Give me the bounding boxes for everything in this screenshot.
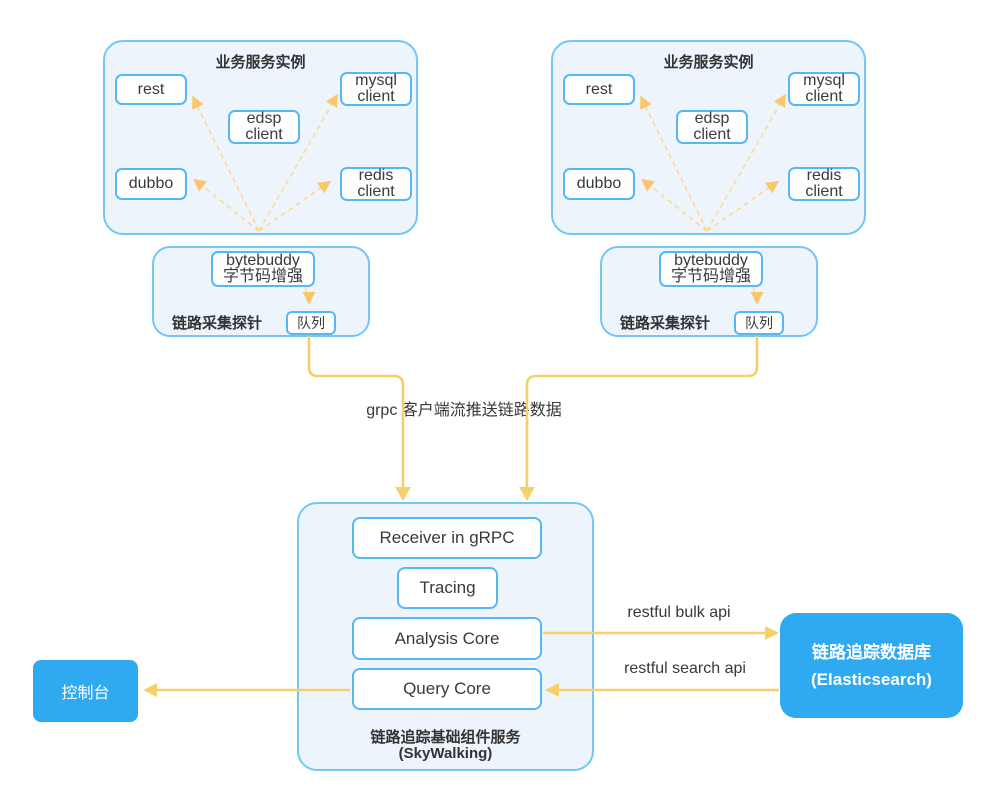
service-group-title: 业务服务实例 (215, 54, 306, 71)
probe-label: 链路采集探针 (620, 315, 711, 332)
probe-label: 链路采集探针 (172, 315, 263, 332)
arrowhead-bulk-api (765, 626, 779, 640)
node-bytebuddy: bytebuddy 字节码增强 (211, 251, 315, 287)
arrowhead-console (143, 683, 157, 697)
node-queue: 队列 (734, 311, 784, 335)
node-rest: rest (115, 74, 187, 105)
node-bytebuddy: bytebuddy 字节码增强 (659, 251, 763, 287)
skywalking-caption-line1: 链路追踪基础组件服务 (370, 729, 521, 746)
grpc-push-label: grpc 客户端流推送链路数据 (366, 402, 562, 419)
node-redis-client: redis client (788, 167, 860, 201)
elasticsearch-label-line2: (Elasticsearch) (811, 669, 932, 689)
console-label: 控制台 (61, 685, 110, 702)
elasticsearch-label-line1: 链路追踪数据库 (812, 642, 931, 662)
node-dubbo: dubbo (115, 168, 187, 200)
probe-panel-2: bytebuddy 字节码增强 链路采集探针 队列 (600, 246, 818, 337)
arrowhead-grpc-left (395, 487, 411, 501)
node-redis-client: redis client (340, 167, 412, 201)
node-edsp-client: edsp client (228, 110, 300, 144)
node-analysis-core: Analysis Core (352, 617, 542, 660)
search-api-label: restful search api (624, 660, 746, 677)
node-rest: rest (563, 74, 635, 105)
node-tracing: Tracing (397, 567, 498, 609)
node-edsp-client: edsp client (676, 110, 748, 144)
probe-panel-1: bytebuddy 字节码增强 链路采集探针 队列 (152, 246, 370, 337)
node-mysql-client: mysql client (340, 72, 412, 106)
node-dubbo: dubbo (563, 168, 635, 200)
node-mysql-client: mysql client (788, 72, 860, 106)
service-group-panel-1: 业务服务实例 rest mysql client edsp client dub… (103, 40, 418, 235)
skywalking-panel: Receiver in gRPC Tracing Analysis Core Q… (297, 502, 594, 771)
node-query-core: Query Core (352, 668, 542, 710)
service-group-title: 业务服务实例 (663, 54, 754, 71)
console-box: 控制台 (33, 660, 138, 722)
bulk-api-label: restful bulk api (627, 604, 731, 621)
arrowhead-grpc-right (519, 487, 535, 501)
node-queue: 队列 (286, 311, 336, 335)
skywalking-caption-line2: (SkyWalking) (398, 745, 493, 762)
node-receiver: Receiver in gRPC (352, 517, 542, 559)
service-group-panel-2: 业务服务实例 rest mysql client edsp client dub… (551, 40, 866, 235)
elasticsearch-box: 链路追踪数据库 (Elasticsearch) (780, 613, 963, 718)
